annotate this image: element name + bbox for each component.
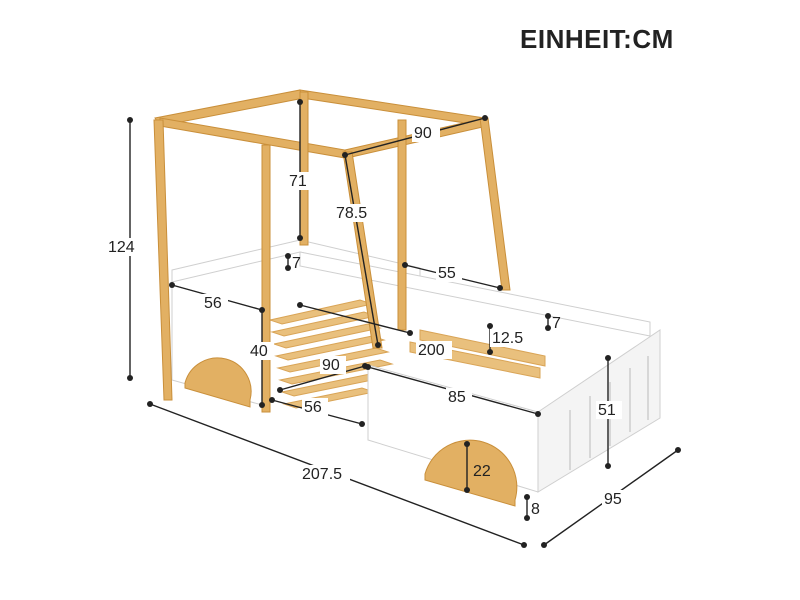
label-roof-width: 90	[414, 125, 432, 142]
label-foot-height: 8	[531, 501, 540, 518]
wheel-front	[184, 357, 252, 408]
label-slat-gap: 7	[292, 255, 301, 272]
label-post-diagonal: 78.5	[336, 205, 367, 222]
label-rail-length-front: 55	[438, 265, 456, 282]
label-bed-width: 90	[322, 357, 340, 374]
dimension-endpoints	[127, 99, 681, 548]
dimension-labels: 124 90 71 78.5 7 55 56 40 90 200 12.5 7 …	[106, 124, 628, 518]
label-end-panel-height: 51	[598, 402, 616, 419]
back-long-rail	[299, 251, 651, 337]
label-roof-height: 71	[289, 173, 307, 190]
label-overall-length: 207.5	[302, 466, 342, 483]
label-wheel-height: 22	[473, 463, 491, 480]
label-overall-width: 95	[604, 491, 622, 508]
label-rail-height-front: 56	[204, 295, 222, 312]
wheel-rear	[424, 439, 518, 507]
label-guard-gap: 12.5	[492, 330, 523, 347]
label-guard-gap-right: 7	[552, 315, 561, 332]
unit-label: EINHEIT:CM	[520, 24, 674, 54]
label-bed-length: 200	[418, 342, 445, 359]
label-rail-height-side: 40	[250, 343, 268, 360]
end-panel-slots	[569, 356, 649, 470]
label-side-panel-length: 85	[448, 389, 466, 406]
label-total-height: 124	[108, 239, 135, 256]
label-opening-width: 56	[304, 399, 322, 416]
bed-illustration	[153, 89, 661, 507]
